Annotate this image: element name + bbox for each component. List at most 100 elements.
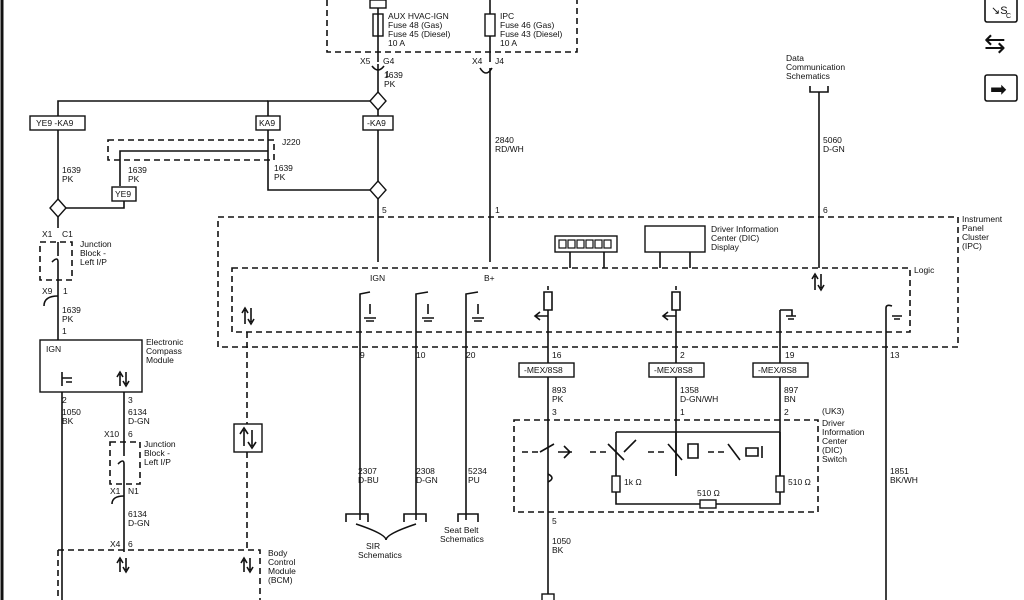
- compass-l2: Compass: [146, 346, 182, 356]
- option-mex-3-label: -MEX/8S8: [758, 365, 797, 375]
- pin-sw-3: 3: [552, 407, 557, 417]
- wire-897-num: 897: [784, 385, 798, 395]
- pin-ipc-9: 9: [360, 350, 365, 360]
- compass-l1: Electronic: [146, 337, 184, 347]
- pin-x10-6: 6: [128, 429, 133, 439]
- ipc-fuse-l3: Fuse 43 (Diesel): [500, 29, 563, 39]
- dic-switch-l1: Driver: [822, 418, 845, 428]
- wire-1639-top-color: PK: [384, 79, 396, 89]
- connector-x4-top: X4: [472, 56, 483, 66]
- pin-ipc-10: 10: [416, 350, 426, 360]
- legend-sub: C: [1006, 13, 1011, 20]
- splice-left: [49, 197, 67, 219]
- resistor-1k-label: 1k Ω: [624, 477, 642, 487]
- wire-6134-top-color: D-GN: [128, 416, 150, 426]
- body-control-module: [58, 549, 261, 600]
- connector-j4: J4: [495, 56, 504, 66]
- aux-fuse-l3: Fuse 45 (Diesel): [388, 29, 451, 39]
- wire-1639-left-num: 1639: [62, 165, 81, 175]
- compass-ign: IGN: [46, 344, 61, 354]
- option-ka9-label: KA9: [259, 118, 275, 128]
- ipc-fuse-l4: 10 A: [500, 38, 517, 48]
- wire-6134-top-num: 6134: [128, 407, 147, 417]
- wire-1639-center-num: 1639: [274, 163, 293, 173]
- pin-ipc-2: 2: [680, 350, 685, 360]
- compass-ground-icon: [61, 372, 72, 386]
- ipc-data-icon-right: [811, 272, 825, 292]
- pullup-16: [533, 286, 553, 600]
- ipc-logic-frame: [231, 267, 911, 333]
- pin-comp-2: 2: [62, 395, 67, 405]
- bcm-data-icon-right: [240, 556, 254, 574]
- seat-belt-l2: Schematics: [440, 534, 484, 544]
- pin-sw-2: 2: [784, 407, 789, 417]
- ipc-l3: Cluster: [962, 232, 989, 242]
- junction-block-top: [39, 241, 73, 281]
- compass-l3: Module: [146, 355, 174, 365]
- pin-sw-5: 5: [552, 516, 557, 526]
- connector-j220-box: [107, 139, 275, 161]
- jb-top-l3: Left I/P: [80, 257, 107, 267]
- jb-bottom-l3: Left I/P: [144, 457, 171, 467]
- bcm-l1: Body: [268, 548, 288, 558]
- connector-x9: X9: [42, 286, 53, 296]
- wire-5060-num: 5060: [823, 135, 842, 145]
- sir-input-9: [359, 291, 376, 520]
- serial-data-symbol: [233, 423, 263, 453]
- junction-block-bottom: [109, 441, 141, 485]
- bcm-l4: (BCM): [268, 575, 293, 585]
- connector-j220: J220: [282, 137, 301, 147]
- bcm-data-icon-left: [116, 556, 130, 574]
- connector-x4-bottom: X4: [110, 539, 121, 549]
- legend-icon: ↘S: [991, 5, 1008, 17]
- dic-switch-l2: Information: [822, 427, 865, 437]
- jb-top-l1: Junction: [80, 239, 112, 249]
- wire-1639-lower-color: PK: [62, 314, 74, 324]
- wire-2307-num: 2307: [358, 466, 377, 476]
- sir-input-10: [415, 291, 434, 520]
- ipc-logic-label: Logic: [914, 265, 935, 275]
- ipc-ign-label: IGN: [370, 273, 385, 283]
- wire-1639-left-color: PK: [62, 174, 74, 184]
- dic-switch-l5: Switch: [822, 454, 847, 464]
- next-button[interactable]: ➡: [984, 74, 1018, 102]
- jb-bottom-l2: Block -: [144, 448, 170, 458]
- seat-belt-input-20: [465, 291, 484, 520]
- ipc-l2: Panel: [962, 223, 984, 233]
- pin-ipc-20: 20: [466, 350, 476, 360]
- wire-893-color: PK: [552, 394, 564, 404]
- wire-1851-color: BK/WH: [890, 475, 918, 485]
- pin-g4-1: 1: [385, 69, 390, 79]
- option-mex-2: [648, 362, 705, 378]
- resistor-510-right-label: 510 Ω: [788, 477, 811, 487]
- wire-893-num: 893: [552, 385, 566, 395]
- wire-6134-bottom-num: 6134: [128, 509, 147, 519]
- wire-1639-top-num: 1639: [384, 70, 403, 80]
- connector-x1-n1-n: N1: [128, 486, 139, 496]
- ground-13: [885, 304, 902, 600]
- wire-1851-num: 1851: [890, 466, 909, 476]
- wire-5060-color: D-GN: [823, 144, 845, 154]
- pin-sw-1: 1: [680, 407, 685, 417]
- data-comm-l2: Communication: [786, 62, 845, 72]
- ipc-bplus-label: B+: [484, 273, 495, 283]
- wire-1639-mid-color: PK: [128, 174, 140, 184]
- ipc-data-icon-left: [241, 306, 255, 326]
- option-mex-2-label: -MEX/8S8: [654, 365, 693, 375]
- back-button[interactable]: ⇆: [984, 28, 1006, 58]
- dic-display-l2: Center (DIC): [711, 233, 759, 243]
- wire-1639-lower-num: 1639: [62, 305, 81, 315]
- wire-6134-bottom-color: D-GN: [128, 518, 150, 528]
- fuse-block: AUX HVAC-IGN Fuse 48 (Gas) Fuse 45 (Dies…: [326, 0, 578, 62]
- sir-schem-l1: SIR: [366, 541, 380, 551]
- ipc-fuse-l1: IPC: [500, 11, 514, 21]
- bcm-l2: Control: [268, 557, 296, 567]
- legend-button[interactable]: ↘S C: [984, 0, 1018, 23]
- aux-fuse-l1: AUX HVAC-IGN: [388, 11, 449, 21]
- connector-x1: X1: [42, 229, 53, 239]
- bcm-l3: Module: [268, 566, 296, 576]
- splice-top: [369, 90, 387, 112]
- data-comm-l3: Schematics: [786, 71, 830, 81]
- aux-fuse-l2: Fuse 48 (Gas): [388, 20, 442, 30]
